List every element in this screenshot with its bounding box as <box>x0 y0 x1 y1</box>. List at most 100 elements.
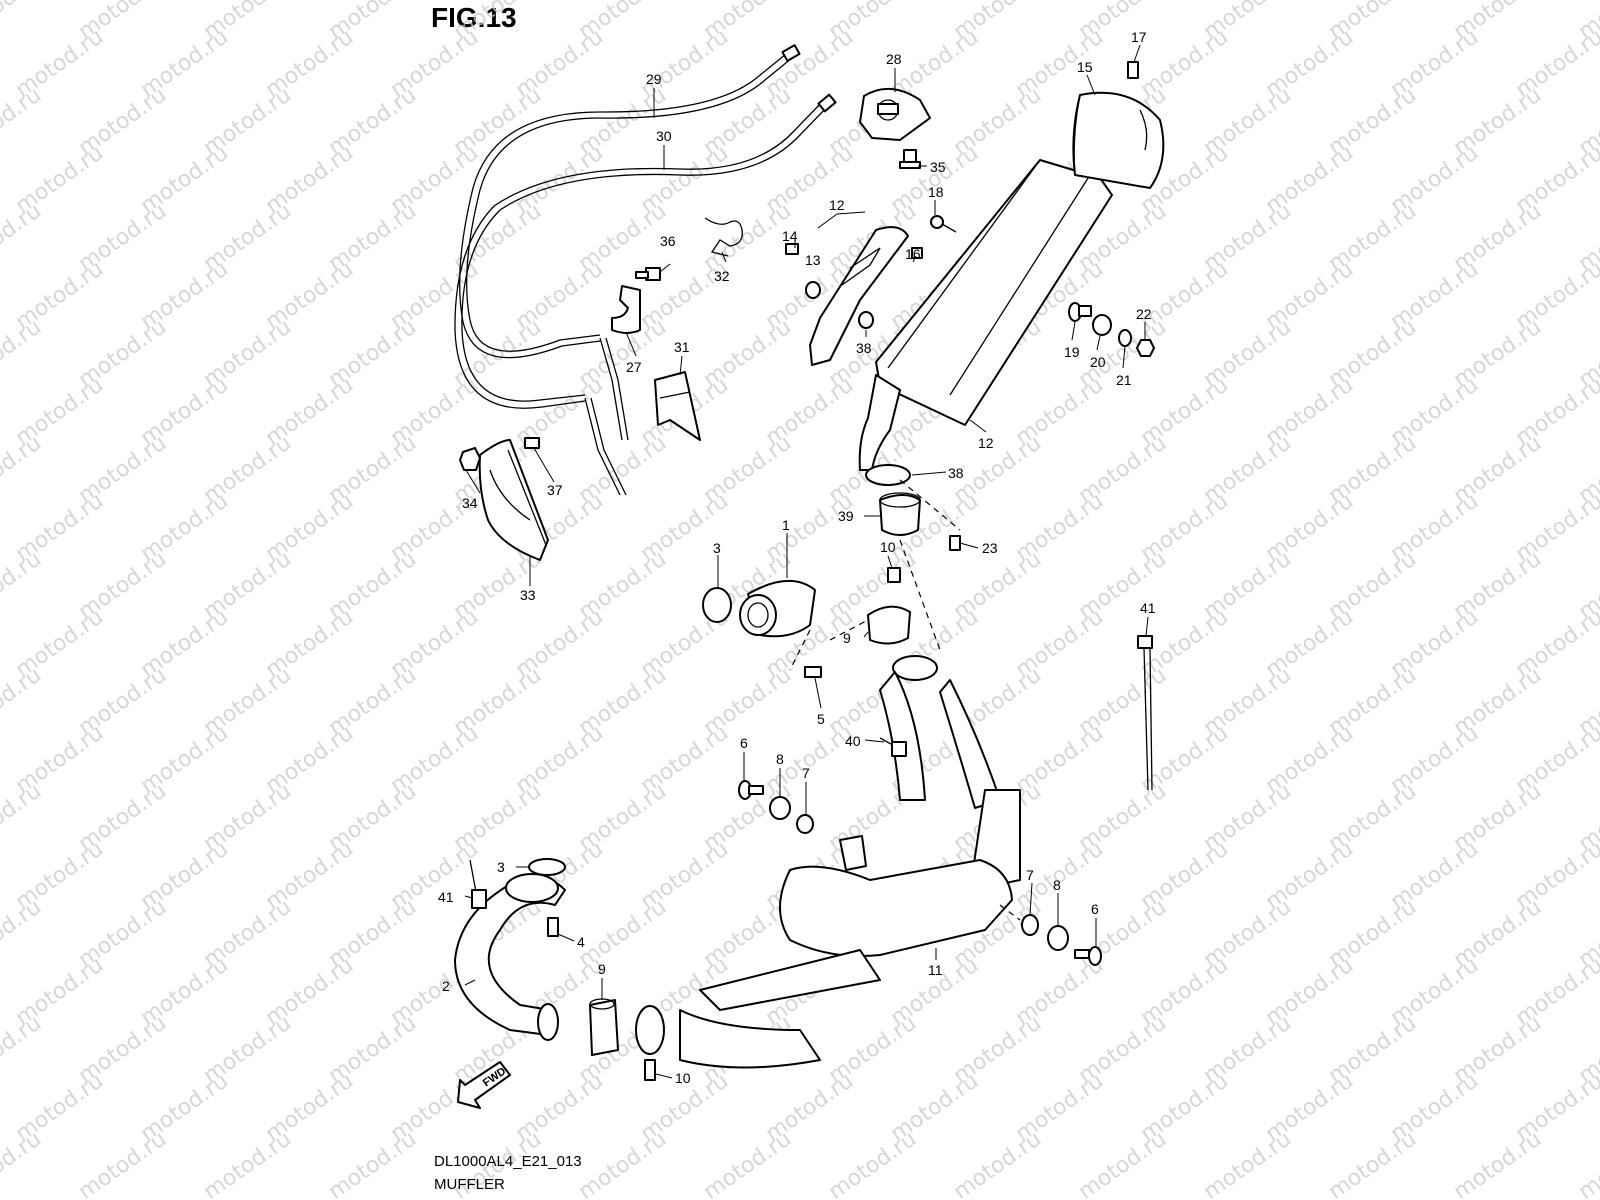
connector-bolt-5[interactable] <box>804 666 822 678</box>
callout-11: 11 <box>928 962 943 978</box>
muffler-washer-22[interactable] <box>1118 329 1132 347</box>
exhaust-chamber-11[interactable] <box>635 835 1013 1069</box>
callout-2: 2 <box>442 978 450 994</box>
callout-12: 12 <box>978 435 994 451</box>
callout-6-lower: 6 <box>1091 901 1099 917</box>
protector-cushion-14[interactable] <box>805 281 821 299</box>
callout-27: 29 <box>646 71 662 87</box>
rubber-cushion-38[interactable] <box>858 311 874 329</box>
callout-25: 27 <box>626 359 642 375</box>
callout-23: 22 <box>1136 306 1152 322</box>
muffler-cushion-21[interactable] <box>1092 314 1112 336</box>
callout-28: 30 <box>656 128 672 144</box>
clamp-bolt-10-upper[interactable] <box>887 567 901 583</box>
callout-34: 36 <box>660 233 676 249</box>
callout-15: 14 <box>782 228 798 244</box>
front-oxygen-sensor-39[interactable] <box>469 859 487 909</box>
muffler-bolt-20[interactable] <box>1068 302 1092 322</box>
callout-35: 37 <box>547 482 563 498</box>
callout-9-lower: 9 <box>598 961 606 977</box>
callout-6-upper: 6 <box>740 735 748 751</box>
callout-1: 1 <box>782 517 790 533</box>
washer-7-upper[interactable] <box>796 814 814 834</box>
diagram-code: DL1000AL4_E21_013 <box>434 1153 582 1170</box>
muffler-nut-23[interactable] <box>1136 339 1155 357</box>
cable-bracket-29[interactable] <box>654 371 701 441</box>
valve-cable-28[interactable] <box>454 93 837 496</box>
front-exhaust-pipe-2[interactable] <box>454 873 566 1041</box>
cable-clamp-25[interactable] <box>611 285 641 334</box>
callout-13: 12 <box>829 197 845 213</box>
cable-tie-41[interactable] <box>1137 635 1153 791</box>
pipe-gasket-9-upper[interactable] <box>867 605 911 645</box>
callout-33: 35 <box>930 159 946 175</box>
cover-clip-35[interactable] <box>524 437 540 449</box>
callout-9-upper: 9 <box>843 630 851 646</box>
callout-18: 17 <box>1131 29 1147 45</box>
muffler-12[interactable] <box>858 159 1113 471</box>
cover-screw-18[interactable] <box>1127 61 1139 79</box>
protector-screw-15[interactable] <box>785 243 799 255</box>
exhaust-gasket-3-lower[interactable] <box>528 858 566 876</box>
callout-20: 19 <box>1064 344 1080 360</box>
callout-17: 16 <box>905 246 921 262</box>
exhaust-connector-1[interactable] <box>739 579 816 638</box>
diagram-name: MUFFLER <box>434 1176 505 1193</box>
muffler-end-cover-16[interactable] <box>1072 91 1165 189</box>
figure-title: FIG.13 <box>431 2 517 33</box>
callout-37: 39 <box>838 508 854 524</box>
callout-16: 15 <box>1077 59 1093 75</box>
callout-24: 23 <box>982 540 998 556</box>
bracket-bolt-19[interactable] <box>930 215 957 233</box>
pipe-bolt-4[interactable] <box>547 917 559 937</box>
callout-29: 31 <box>674 339 690 355</box>
callout-41: 41 <box>1140 600 1156 616</box>
valve-cable-27[interactable] <box>459 44 801 441</box>
clamp-bolt-10-lower[interactable] <box>644 1059 656 1081</box>
callout-26: 28 <box>886 51 902 67</box>
mounting-bolt-6-upper[interactable] <box>738 780 764 800</box>
callout-36: 38 <box>948 465 964 481</box>
callout-40: 40 <box>845 733 861 749</box>
callout-21: 20 <box>1090 354 1106 370</box>
cover-nut-32[interactable] <box>459 447 481 471</box>
exhaust-gasket-3-upper[interactable] <box>702 587 732 623</box>
clamp-bolt-24[interactable] <box>949 535 961 551</box>
cable-clip-30[interactable] <box>704 217 743 257</box>
callout-14: 13 <box>805 252 821 268</box>
callout-4: 4 <box>577 934 585 950</box>
callout-10-lower: 10 <box>675 1070 691 1086</box>
leader-lines <box>464 44 1149 1079</box>
callout-8-lower: 8 <box>1053 877 1061 893</box>
muffler-gasket-37[interactable] <box>879 492 921 536</box>
callout-7-upper: 7 <box>802 765 810 781</box>
muffler-clamp-36[interactable] <box>865 464 911 486</box>
valve-cover-31[interactable] <box>478 439 549 561</box>
callout-32: 34 <box>462 495 478 511</box>
callout-3-lower: 3 <box>497 859 505 875</box>
callout-38: 38 <box>856 340 872 356</box>
callout-7-lower: 7 <box>1026 867 1034 883</box>
nut-17[interactable] <box>911 247 923 259</box>
pipe-gasket-9-lower[interactable] <box>589 998 619 1056</box>
washer-7-lower[interactable] <box>1021 914 1039 936</box>
callout-19: 18 <box>928 184 944 200</box>
callout-3-upper: 3 <box>713 540 721 556</box>
callout-30: 32 <box>714 268 730 284</box>
forward-direction-arrow: FWD <box>457 1061 511 1109</box>
rear-oxygen-sensor-40[interactable] <box>879 737 907 757</box>
callout-39: 41 <box>438 889 454 905</box>
mounting-bolt-6-lower[interactable] <box>1074 946 1102 966</box>
heat-protector-13[interactable] <box>809 226 909 366</box>
valve-actuator-26[interactable] <box>859 88 931 141</box>
cushion-8-lower[interactable] <box>1047 925 1069 951</box>
callout-labels: 29 30 28 35 15 17 12 14 13 18 16 36 32 2… <box>438 29 1156 1086</box>
actuator-bolt-33[interactable] <box>899 149 921 169</box>
callout-8-upper: 8 <box>776 751 784 767</box>
callout-10-upper: 10 <box>880 539 896 555</box>
clamp-bolt-34[interactable] <box>635 267 661 281</box>
cushion-8-upper[interactable] <box>769 796 791 820</box>
center-pipe-assembly[interactable] <box>879 655 1021 891</box>
callout-5: 5 <box>817 711 825 727</box>
